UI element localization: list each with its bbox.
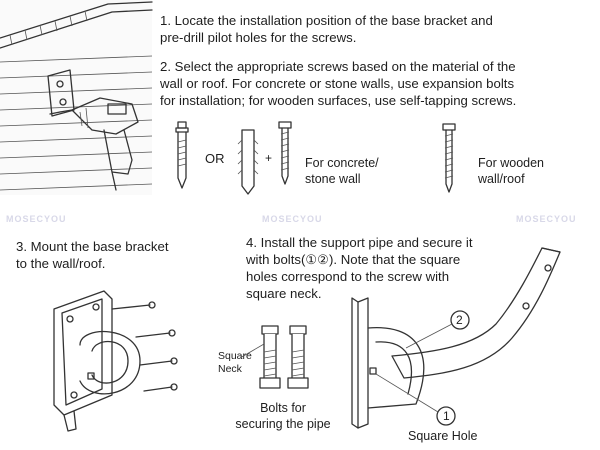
concrete-label-line2: stone wall: [305, 172, 361, 186]
drill-wall-illustration: [0, 0, 153, 195]
step2-text: 2. Select the appropriate screws based o…: [160, 58, 516, 109]
step3-text: 3. Mount the base bracket to the wall/ro…: [16, 238, 168, 272]
square-neck-line1: Square: [218, 350, 252, 362]
concrete-label-line1: For concrete/: [305, 156, 379, 170]
bolts-caption-line1: Bolts for: [260, 401, 306, 415]
bolts-caption-line2: securing the pipe: [235, 417, 331, 431]
square-neck-line2: Neck: [218, 363, 242, 375]
step2-line3: for installation; for wooden surfaces, u…: [160, 93, 517, 108]
callout-2-number: 2: [456, 313, 463, 327]
step2-line2: wall or roof. For concrete or stone wall…: [160, 76, 515, 91]
step2-line1: 2. Select the appropriate screws based o…: [160, 59, 516, 74]
watermark-right: MOSECYOU: [516, 214, 577, 224]
self-tapping-screw-icon: [278, 121, 292, 185]
step4-line3: holes correspond to the screw with: [246, 269, 450, 284]
step4-text: 4. Install the support pipe and secure i…: [246, 234, 473, 302]
step3-line2: to the wall/roof.: [16, 256, 106, 271]
step4-line2: with bolts(①②). Note that the square: [246, 252, 461, 267]
wooden-label-line1: For wooden: [478, 156, 545, 170]
or-label: OR: [205, 151, 225, 166]
base-bracket-illustration: [53, 290, 178, 432]
step1-line1: 1. Locate the installation position of t…: [160, 13, 493, 28]
wooden-label-line2: wall/roof: [478, 172, 525, 186]
square-hole-label: Square Hole: [408, 429, 478, 443]
step1-text: 1. Locate the installation position of t…: [160, 12, 493, 46]
watermark-center: MOSECYOU: [262, 214, 323, 224]
bolts-caption: Bolts for securing the pipe: [228, 400, 338, 432]
pipe-bracket-assembly-illustration: [351, 247, 561, 429]
step1-line2: pre-drill pilot holes for the screws.: [160, 30, 357, 45]
callout-1-number: 1: [443, 409, 450, 423]
securing-bolts-illustration: [259, 325, 309, 389]
step4-line1: 4. Install the support pipe and secure i…: [246, 235, 473, 250]
concrete-label: For concrete/ stone wall: [305, 155, 379, 187]
plus-label: +: [265, 151, 273, 165]
wood-screw-icon: [442, 123, 456, 193]
step4-line4: square neck.: [246, 286, 322, 301]
wall-plug-icon: [237, 129, 259, 195]
watermark-left: MOSECYOU: [6, 214, 67, 224]
step3-line1: 3. Mount the base bracket: [16, 239, 169, 254]
square-neck-label: Square Neck: [218, 350, 252, 376]
wooden-label: For wooden wall/roof: [478, 155, 544, 187]
square-neck-pointer: [239, 343, 265, 359]
expansion-bolt-icon: [175, 121, 189, 189]
